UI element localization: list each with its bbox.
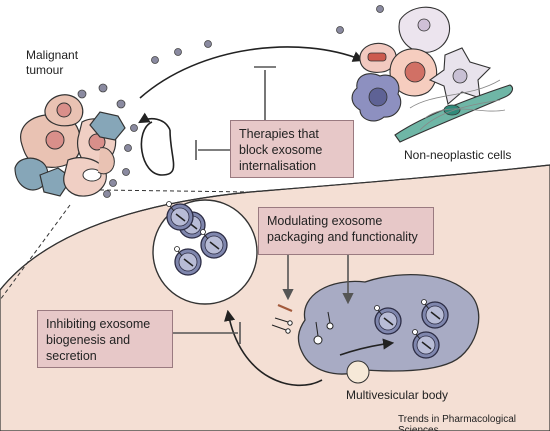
malignant-tumour-cells	[14, 94, 126, 197]
mvb-inward-budding	[313, 311, 334, 345]
free-exosome-dots	[77, 5, 384, 198]
arrow-tumour-to-recipient	[139, 46, 365, 99]
non-neoplastic-cells	[351, 6, 514, 143]
therapy-box-biogenesis: Inhibiting exosome biogenesis and secret…	[37, 310, 173, 368]
zoomed-cell-membrane	[0, 164, 550, 291]
journal-credit: Trends in Pharmacological Sciences	[398, 414, 517, 431]
arrow-autocrine-loop	[140, 121, 175, 176]
therapy-box-packaging: Modulating exosome packaging and functio…	[258, 207, 434, 255]
therapy-box-internalisation: Therapies that block exosome internalisa…	[230, 120, 354, 178]
cargo-molecules	[271, 303, 293, 334]
tumour-label: Malignant tumour	[26, 48, 79, 77]
arrow-into-mvb	[339, 338, 395, 356]
mvb-label: Multivesicular body	[346, 388, 449, 402]
non-neoplastic-label: Non-neoplastic cells	[404, 148, 512, 162]
zoom-line-bottom	[0, 204, 71, 301]
mvb-budding-vesicle	[346, 360, 370, 384]
zoom-line-top	[99, 189, 251, 193]
arrow-autocrine-head	[138, 112, 171, 131]
